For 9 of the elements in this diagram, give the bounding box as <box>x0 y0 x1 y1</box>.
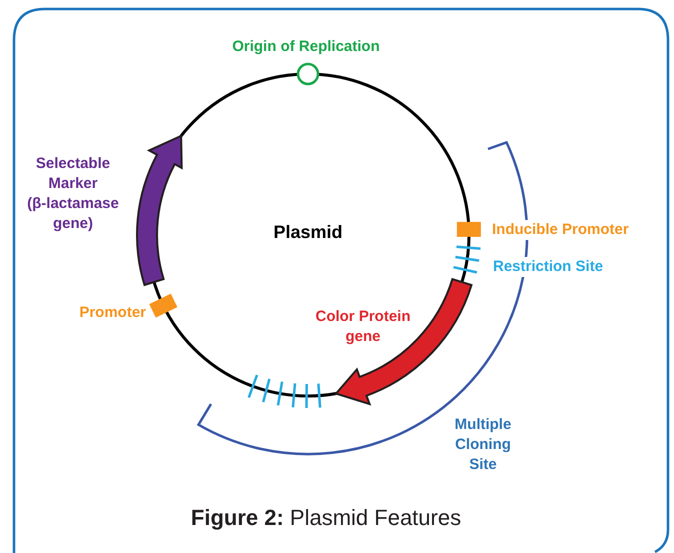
cloning-site-label: Multiple Cloning Site <box>454 415 512 475</box>
figure-caption: Figure 2: Plasmid Features <box>190 505 462 531</box>
origin-label: Origin of Replication <box>231 37 381 57</box>
inducible-promoter-label: Inducible Promoter <box>492 220 629 240</box>
marker-label: Selectable Marker (β-lactamase gene) <box>26 154 120 234</box>
plasmid-label: Plasmid <box>248 222 368 242</box>
color-protein-label: Color Protein gene <box>314 307 412 347</box>
restriction-site-label: Restriction Site <box>493 257 604 277</box>
promoter-label: Promoter <box>78 303 146 323</box>
